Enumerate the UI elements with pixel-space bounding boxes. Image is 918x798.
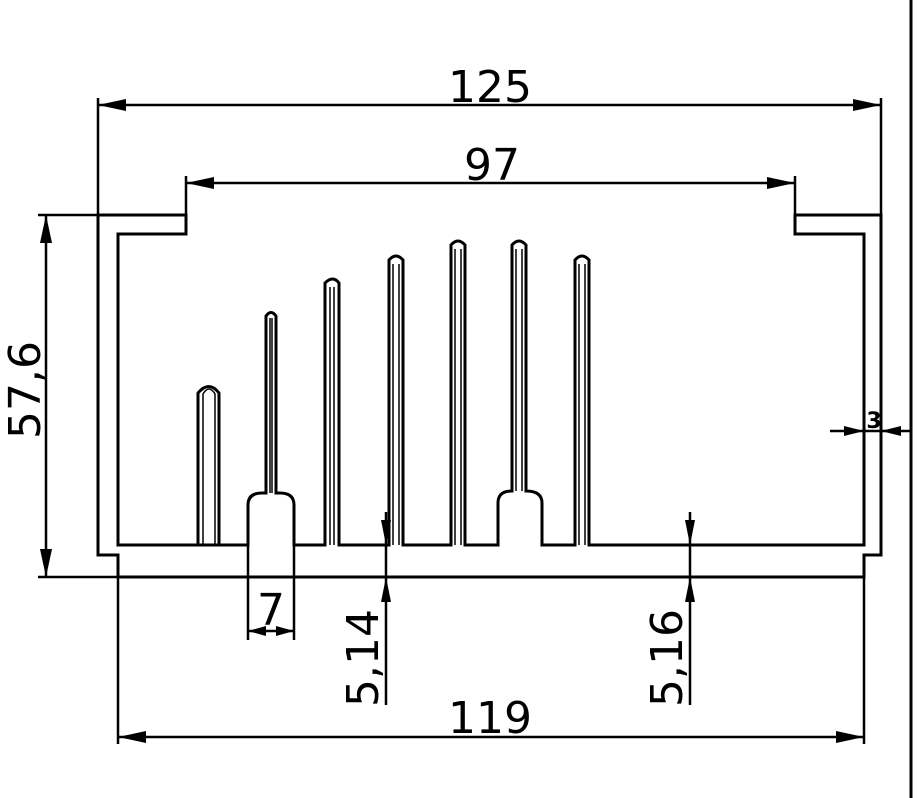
- dim-label-125: 125: [448, 62, 532, 113]
- arrow-125-right: [853, 99, 881, 111]
- dim-label-97: 97: [464, 140, 520, 191]
- arrow-125-left: [98, 99, 126, 111]
- arrow-3-left: [844, 426, 864, 436]
- arrow-5-16-top: [685, 520, 695, 545]
- arrow-97-right: [767, 177, 795, 189]
- profile-outer-outline: [96, 213, 883, 579]
- fin-small-outline: [196, 385, 221, 545]
- dim-label-119: 119: [448, 693, 532, 744]
- dim-label-57-6: 57,6: [0, 341, 51, 439]
- dim-label-3: 3: [866, 409, 881, 434]
- arrow-97-left: [186, 177, 214, 189]
- arrow-119-left: [118, 731, 146, 743]
- fin-inner-lines: [202, 249, 586, 545]
- arrow-57-6-bottom: [40, 549, 52, 577]
- arrow-7-left: [248, 626, 266, 636]
- arrow-119-right: [836, 731, 864, 743]
- dim-label-7: 7: [257, 585, 285, 636]
- arrow-5-16-bottom: [685, 577, 695, 602]
- arrow-7-right: [276, 626, 294, 636]
- dim-label-5-16: 5,16: [642, 609, 693, 707]
- arrow-5-14-top: [381, 520, 391, 545]
- dim-label-5-14: 5,14: [338, 609, 389, 707]
- arrow-3-right: [881, 426, 901, 436]
- arrow-57-6-top: [40, 215, 52, 243]
- arrow-5-14-bottom: [381, 577, 391, 602]
